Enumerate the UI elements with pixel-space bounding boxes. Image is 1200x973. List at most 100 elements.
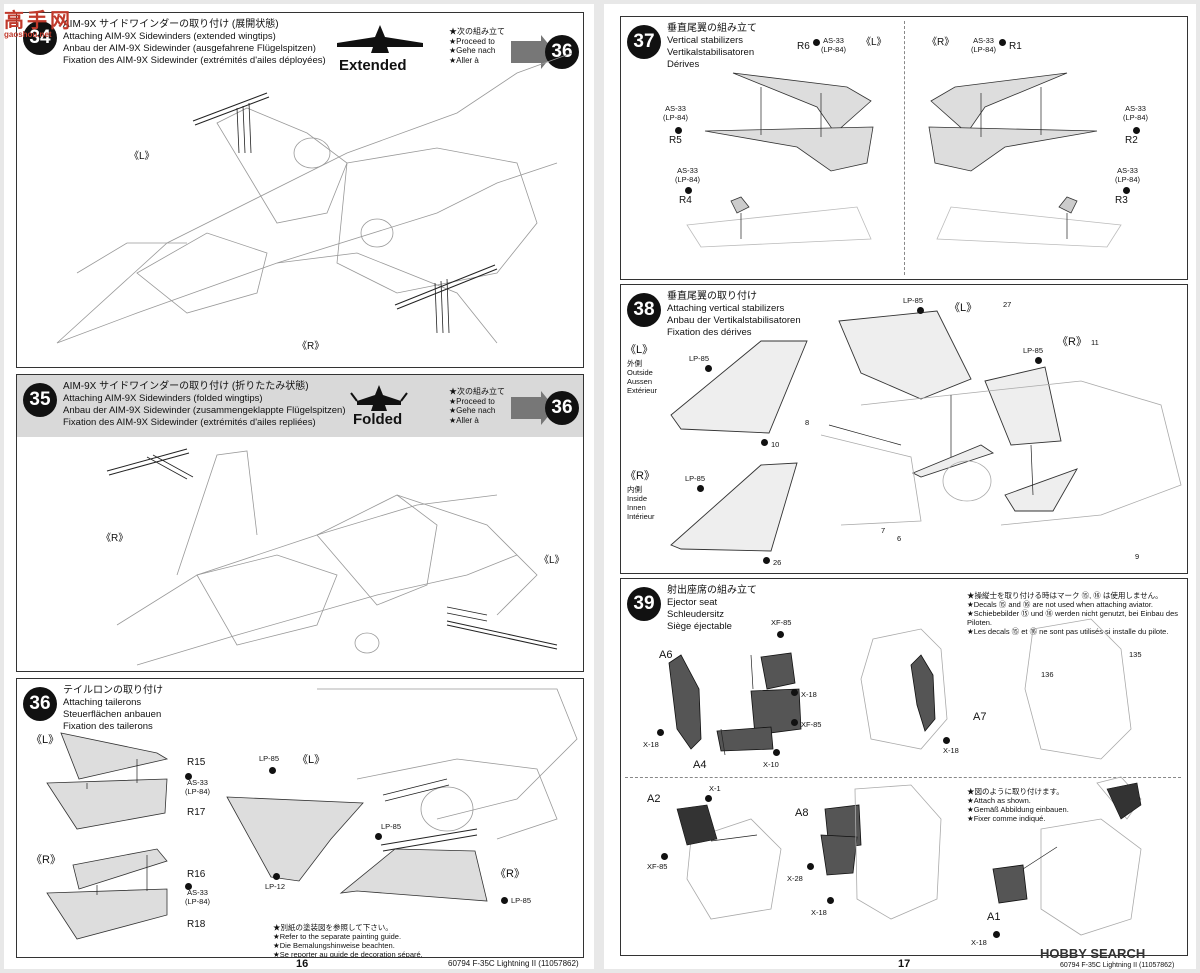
page-number-16: 16 <box>296 958 309 970</box>
title-en: Attaching tailerons <box>63 697 142 708</box>
part-dot <box>761 439 768 446</box>
step-39-titles: 射出座席の組み立て Ejector seat Schleudersitz Siè… <box>667 585 757 633</box>
proceed-de: ★Gehe nach <box>449 46 496 55</box>
page-17: 37 垂直尾翼の組み立て Vertical stabilizers Vertik… <box>604 4 1196 970</box>
step-37-illustration <box>686 72 1122 248</box>
attach-note-fr: ★Fixer comme indiqué. <box>967 814 1046 823</box>
watermark-url: gaoshou.net <box>4 30 52 39</box>
paint-dot <box>791 719 798 726</box>
part-26: 26 <box>773 558 782 567</box>
part-r17: R17 <box>187 807 206 818</box>
label-left-wing: 《L》 <box>129 151 155 162</box>
paint-dot <box>791 689 798 696</box>
paint-dot <box>1123 187 1130 194</box>
paint-lp85-main-l: LP-85 <box>903 296 924 305</box>
page-footer: 60794 F-35C Lightning II (11057862) <box>1060 962 1175 969</box>
paint-dot <box>813 39 820 46</box>
label-left-main: 《L》 <box>297 754 326 766</box>
step-37-panel: 37 垂直尾翼の組み立て Vertical stabilizers Vertik… <box>620 16 1188 280</box>
paint-lp85-main-r: LP-85 <box>1023 346 1044 355</box>
page-number-17: 17 <box>898 958 911 970</box>
step-34-panel: 34 AIM-9X サイドワインダーの取り付け (展開状態) Attaching… <box>16 12 584 368</box>
paint-dot <box>657 729 664 736</box>
part-10: 10 <box>771 440 780 449</box>
side-ja: 内側 <box>627 485 642 494</box>
side-outside: 外側 Outside Aussen Extérieur <box>627 359 657 395</box>
paint-as33: AS-33 (LP-84) <box>185 778 211 796</box>
next-step-36[interactable]: 36 <box>545 35 579 69</box>
decal-note-de2: Piloten. <box>967 618 993 627</box>
decal-136: 136 <box>1041 670 1054 679</box>
paint-as33: AS-33 (LP-84) <box>675 166 701 184</box>
step-38-titles: 垂直尾翼の取り付け Attaching vertical stabilizers… <box>667 291 801 339</box>
paint-x18-a: X-18 <box>801 690 817 699</box>
part-a7: A7 <box>973 711 987 723</box>
title-de: Vertikalstabilisatoren <box>667 47 755 58</box>
proceed-fr: ★Aller à <box>449 55 479 65</box>
part-r6: R6 <box>797 41 810 52</box>
paint-as33: AS-33 (LP-84) <box>1115 166 1141 184</box>
step-35-illustration <box>106 448 558 666</box>
paint-as33: AS-33 (LP-84) <box>971 36 997 54</box>
paint-dot <box>273 873 280 880</box>
hobby-search-text: HOBBY SEARCH <box>1040 946 1146 961</box>
jet-silhouette-extended-icon <box>337 25 423 53</box>
paint-dot <box>917 307 924 314</box>
paint-dot <box>705 365 712 372</box>
label-left-wing: 《L》 <box>539 555 565 566</box>
attach-note-de: ★Gemäß Abbildung einbauen. <box>967 805 1069 814</box>
step-39-panel: 39 射出座席の組み立て Ejector seat Schleudersitz … <box>620 578 1188 956</box>
title-en: Ejector seat <box>667 597 718 608</box>
label-right: 《R》 <box>927 37 955 48</box>
paint-dot <box>685 187 692 194</box>
side-en: Outside <box>627 368 653 377</box>
part-a6: A6 <box>659 649 673 661</box>
mode-label-extended: Extended <box>339 57 407 74</box>
part-8: 8 <box>805 418 810 427</box>
title-en: Attaching vertical stabilizers <box>667 303 785 314</box>
step-36-illustration <box>46 688 578 940</box>
paint-dot <box>705 795 712 802</box>
attach-note: ★図のように取り付けます。 ★Attach as shown. ★Gemäß A… <box>967 787 1069 823</box>
paint-dot <box>269 767 276 774</box>
title-fr: Fixation des AIM-9X Sidewinder (extrémit… <box>63 417 316 428</box>
mode-label-folded: Folded <box>353 411 403 428</box>
title-fr: Dérives <box>667 59 700 70</box>
step-37-titles: 垂直尾翼の組み立て Vertical stabilizers Vertikals… <box>667 23 757 71</box>
proceed-ja: ★次の組み立て <box>449 387 505 396</box>
paint-dot <box>501 897 508 904</box>
part-a8: A8 <box>795 807 809 819</box>
part-dot <box>763 557 770 564</box>
page-16: 34 AIM-9X サイドワインダーの取り付け (展開状態) Attaching… <box>4 4 594 970</box>
divider <box>625 777 1181 778</box>
part-r16: R16 <box>187 869 206 880</box>
proceed-text: ★次の組み立て ★Proceed to ★Gehe nach ★Aller à <box>449 387 505 425</box>
step-35-panel: 35 AIM-9X サイドワインダーの取り付け (折りたたみ状態) Attach… <box>16 374 584 672</box>
proceed-en: ★Proceed to <box>449 396 495 406</box>
label-right-main: 《R》 <box>1057 336 1087 348</box>
proceed-de: ★Gehe nach <box>449 406 496 415</box>
part-a2: A2 <box>647 793 661 805</box>
label-left-main: 《L》 <box>949 302 978 314</box>
part-7: 7 <box>881 526 886 535</box>
paint-dot <box>999 39 1006 46</box>
step-35-titles: AIM-9X サイドワインダーの取り付け (折りたたみ状態) Attaching… <box>63 381 346 429</box>
note-de: ★Die Bemalungshinweise beachten. <box>273 941 395 950</box>
part-r3: R3 <box>1115 195 1128 206</box>
label-left: 《L》 <box>861 37 887 48</box>
step-number-37: 37 <box>627 25 661 59</box>
next-step-36[interactable]: 36 <box>545 391 579 425</box>
paint-dot <box>1133 127 1140 134</box>
proceed-en: ★Proceed to <box>449 36 495 46</box>
note-en: ★Refer to the separate painting guide. <box>273 932 402 941</box>
title-fr: Siège éjectable <box>667 621 732 632</box>
label-right: 《R》 <box>625 470 655 482</box>
page-footer: 60794 F-35C Lightning II (11057862) <box>448 959 579 968</box>
title-en: Attaching AIM-9X Sidewinders (extended w… <box>63 31 276 42</box>
paint-x18-b: X-18 <box>643 740 659 749</box>
step-number-35: 35 <box>23 383 57 417</box>
paint-x28: X-28 <box>787 874 803 883</box>
title-fr: Fixation des dérives <box>667 327 752 338</box>
paint-dot <box>827 897 834 904</box>
title-ja: AIM-9X サイドワインダーの取り付け (展開状態) <box>63 19 279 30</box>
